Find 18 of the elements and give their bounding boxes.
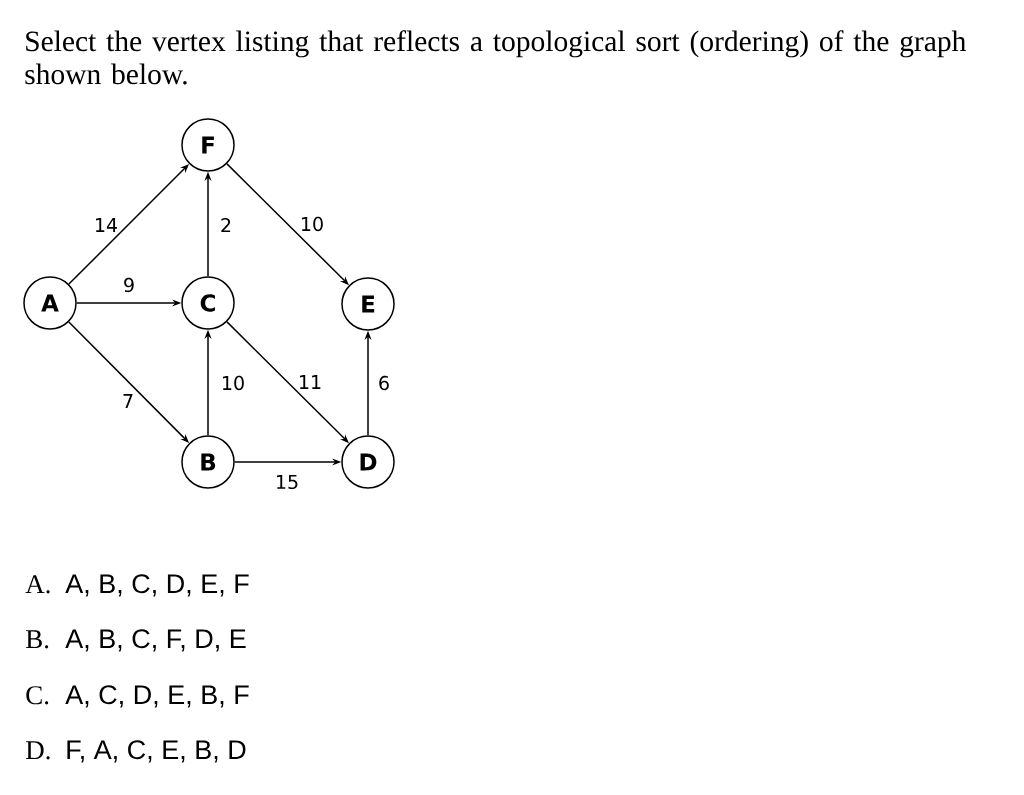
option-letter: D.	[26, 741, 50, 760]
option-text: A, B, C, D, E, F	[65, 574, 249, 597]
edge-label: 7	[120, 393, 136, 409]
edge-label: 11	[296, 374, 324, 390]
edge-label: 14	[92, 217, 120, 233]
edge-label: 6	[376, 374, 392, 392]
option-text: F, A, C, E, B, D	[67, 740, 246, 763]
option-letter: B.	[26, 630, 49, 649]
question-text: Select the vertex listing that reflects a topological sort (ordering) of the graph shown below.	[25, 30, 966, 85]
edge-label: 9	[121, 276, 137, 294]
edge-label: 2	[218, 216, 234, 234]
option-letter: A.	[25, 575, 50, 594]
edge-label: 10	[298, 215, 326, 233]
edge-label: 15	[273, 473, 301, 491]
option-letter: C.	[26, 686, 49, 705]
option-text: A, B, C, F, D, E	[65, 629, 246, 652]
edge-label: 10	[219, 374, 247, 392]
option-text: A, C, D, E, B, F	[65, 685, 249, 708]
